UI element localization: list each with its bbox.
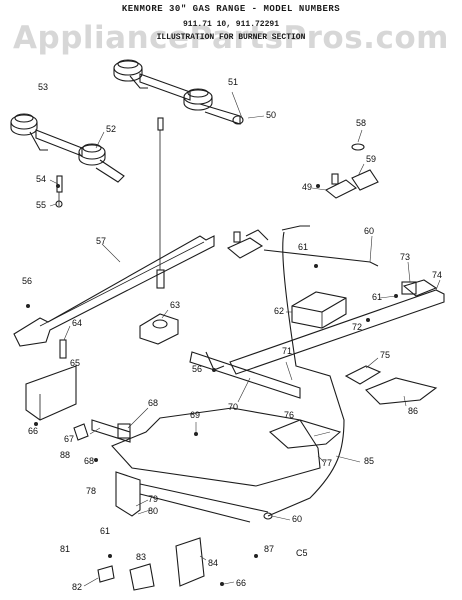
rear-burner-assembly — [113, 59, 244, 125]
part-label: 68 — [84, 456, 94, 466]
part-label: 83 — [136, 552, 146, 562]
center-burner — [139, 313, 301, 399]
valve-bracket — [25, 365, 77, 421]
igniter-parts — [55, 117, 365, 359]
part-label: 63 — [170, 300, 180, 310]
diagram-title: KENMORE 30" GAS RANGE - MODEL NUMBERS — [121, 4, 341, 14]
part-label: 55 — [36, 200, 46, 210]
part-label: 82 — [72, 582, 82, 592]
part-label: 85 — [364, 456, 374, 466]
part-label: 72 — [352, 322, 362, 332]
part-label: 65 — [70, 358, 80, 368]
corner-code: C5 — [296, 548, 308, 558]
part-label: 52 — [106, 124, 116, 134]
part-label: 78 — [86, 486, 96, 496]
watermark-text: AppliancePartsPros.com — [13, 20, 449, 56]
section-title: ILLUSTRATION FOR BURNER SECTION — [156, 33, 306, 42]
part-label: 56 — [22, 276, 32, 286]
bracket-75-plate-86 — [344, 365, 438, 405]
small-bottom-parts — [97, 537, 258, 591]
part-label: 88 — [60, 450, 70, 460]
igniter-assembly — [73, 419, 131, 443]
part-label: 50 — [266, 110, 276, 120]
part-label: 49 — [302, 182, 312, 192]
plate-76 — [268, 419, 342, 449]
screws — [26, 184, 398, 462]
part-label: 66 — [28, 426, 38, 436]
front-burner-assembly — [10, 113, 125, 183]
valve-manifold — [226, 169, 379, 259]
part-label: 58 — [356, 118, 366, 128]
part-label: 68 — [148, 398, 158, 408]
part-label: 86 — [408, 406, 418, 416]
part-label: 84 — [208, 558, 218, 568]
leader-lines — [49, 91, 441, 587]
model-numbers: 911.71 10, 911.72291 — [182, 20, 279, 29]
part-label: 57 — [96, 236, 106, 246]
part-label: 74 — [432, 270, 442, 280]
part-label: 51 — [228, 77, 238, 87]
part-label: 71 — [282, 346, 292, 356]
regulator — [291, 291, 347, 329]
support-bracket — [13, 235, 215, 347]
part-label: 60 — [364, 226, 374, 236]
part-label: 64 — [72, 318, 82, 328]
part-label: 70 — [228, 402, 238, 412]
right-rail — [229, 279, 445, 375]
part-label: 76 — [284, 410, 294, 420]
part-label: 61 — [298, 242, 308, 252]
part-label: 66 — [236, 578, 246, 588]
part-label: 69 — [190, 410, 200, 420]
part-label: 87 — [264, 544, 274, 554]
part-label: 56 — [192, 364, 202, 374]
part-label: 79 — [148, 494, 158, 504]
burner-pan — [111, 407, 321, 487]
part-label: 60 — [292, 514, 302, 524]
part-label: 80 — [148, 506, 158, 516]
part-label: 77 — [322, 458, 332, 468]
part-label: 61 — [100, 526, 110, 536]
part-label: 61 — [372, 292, 382, 302]
part-label: 67 — [64, 434, 74, 444]
part-label: 59 — [366, 154, 376, 164]
part-label: 53 — [38, 82, 48, 92]
part-label: 54 — [36, 174, 46, 184]
part-label: 75 — [380, 350, 390, 360]
lower-tube-assembly — [115, 471, 269, 523]
part-label: 73 — [400, 252, 410, 262]
part-label: 62 — [274, 306, 284, 316]
part-labels: 53 51 50 52 54 55 57 56 64 63 58 59 49 6… — [22, 77, 442, 592]
gas-tubing — [263, 225, 379, 520]
part-label: 81 — [60, 544, 70, 554]
